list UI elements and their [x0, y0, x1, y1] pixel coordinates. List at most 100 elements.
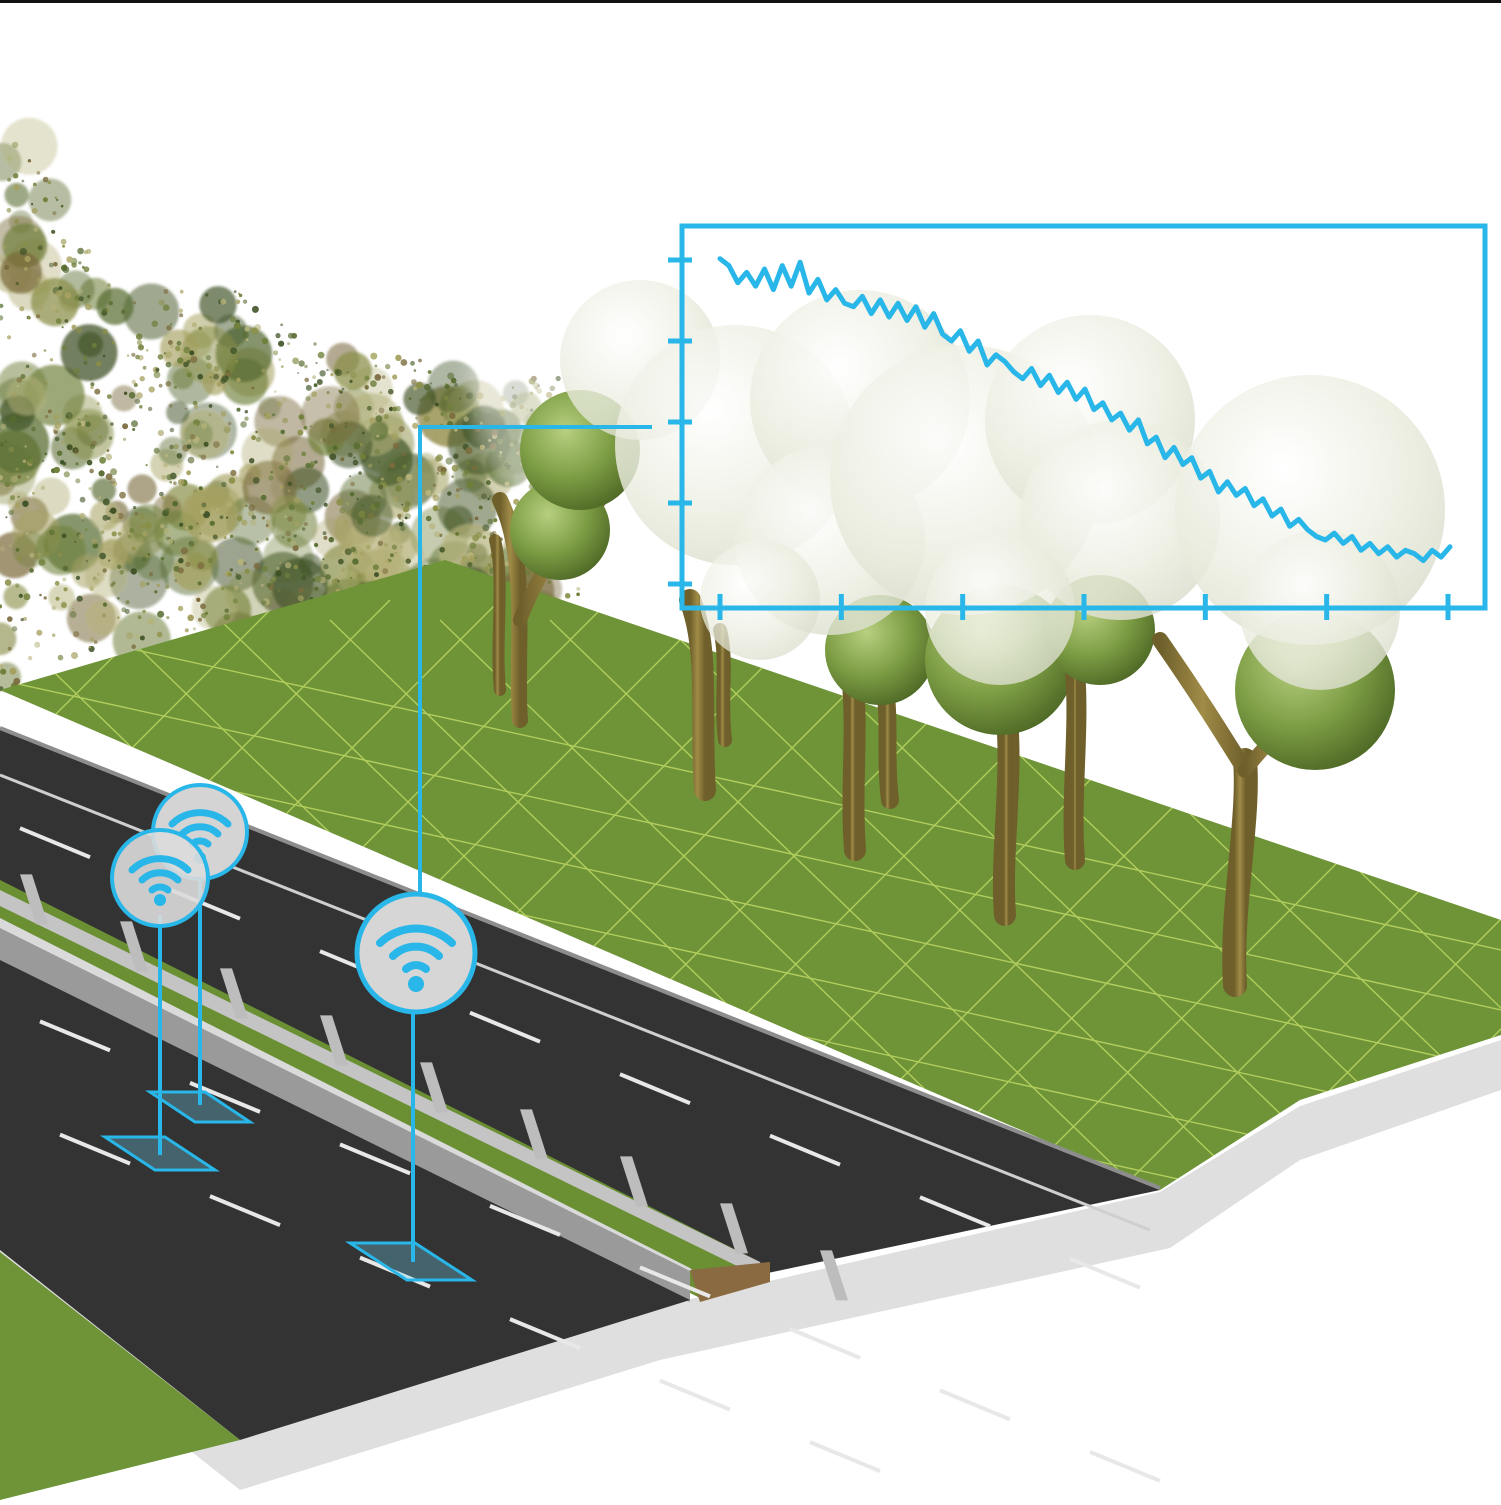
foliage-point — [195, 366, 199, 371]
foliage-point — [79, 496, 86, 503]
foliage-point — [83, 266, 90, 273]
rail-post — [820, 1250, 848, 1301]
foliage-point — [349, 492, 355, 497]
foliage-point — [199, 509, 205, 515]
chart-y-ticks — [668, 257, 692, 587]
foliage-point — [359, 551, 365, 556]
foliage-point — [54, 580, 60, 586]
foliage-point — [547, 580, 552, 585]
foliage-point — [301, 575, 307, 581]
foliage-point — [436, 472, 440, 475]
foliage-point — [412, 422, 419, 429]
foliage-point — [209, 376, 212, 379]
foliage-point — [378, 484, 384, 490]
foliage-point — [17, 475, 22, 479]
foliage-point — [131, 644, 136, 649]
foliage-point — [352, 558, 359, 565]
foliage-point — [405, 558, 411, 564]
foliage-point — [241, 519, 248, 526]
foliage-point — [353, 456, 356, 460]
series-line — [717, 256, 1453, 564]
foliage-point — [309, 425, 312, 428]
top-divider — [0, 0, 1501, 3]
foliage-point — [374, 448, 381, 455]
tree-trunk — [1152, 632, 1253, 778]
foliage-point — [437, 505, 441, 509]
foliage-point — [303, 487, 307, 491]
lane-dash — [509, 1317, 581, 1350]
foliage-point — [413, 386, 417, 391]
foliage-blob — [199, 286, 237, 324]
foliage-point — [362, 431, 365, 435]
foliage-point — [290, 540, 297, 547]
foliage-point — [169, 481, 172, 484]
foliage-point — [410, 360, 415, 366]
foliage-point — [39, 306, 44, 310]
foliage-point — [314, 460, 318, 464]
foliage-point — [224, 375, 229, 380]
wifi-icon[interactable] — [354, 891, 478, 1015]
foliage-point — [94, 388, 101, 395]
foliage-point — [157, 429, 164, 437]
foliage-point — [0, 315, 4, 321]
foliage-blob — [225, 569, 275, 619]
foliage-point — [264, 412, 271, 419]
foliage-point — [102, 328, 108, 335]
foliage-point — [392, 374, 398, 380]
foliage-point — [215, 465, 219, 469]
foliage-point — [185, 561, 191, 568]
foliage-point — [13, 173, 19, 179]
foliage-point — [432, 505, 439, 512]
foliage-point — [0, 409, 3, 412]
foliage-point — [275, 570, 282, 577]
foliage-point — [287, 516, 293, 522]
foliage-point — [75, 478, 81, 484]
mesh-line — [0, 599, 281, 1190]
foliage-point — [27, 159, 32, 163]
foliage-point — [369, 417, 376, 424]
tree-trunk — [489, 534, 506, 696]
foliage-point — [424, 383, 431, 391]
foliage-point — [422, 395, 428, 402]
foliage-point — [503, 561, 509, 567]
foliage-point — [85, 610, 90, 615]
foliage-point — [245, 338, 249, 342]
foliage-point — [273, 350, 279, 356]
foliage-blob — [0, 117, 58, 175]
foliage-point — [77, 247, 84, 255]
foliage-point — [304, 377, 310, 383]
foliage-point — [174, 579, 178, 582]
foliage-point — [298, 360, 305, 367]
foliage-point — [208, 404, 213, 408]
foliage-point — [179, 313, 184, 318]
foliage-point — [119, 491, 126, 499]
foliage-point — [425, 515, 432, 522]
foliage-point — [185, 428, 188, 432]
foliage-point — [134, 512, 139, 516]
foliage-point — [347, 452, 353, 458]
foliage-point — [217, 500, 223, 506]
foliage-point — [328, 536, 335, 543]
foliage-point — [260, 494, 267, 501]
foliage-point — [177, 605, 184, 612]
foliage-blob — [133, 540, 175, 581]
foliage-point — [29, 568, 34, 573]
foliage-point — [42, 197, 48, 203]
foliage-point — [314, 586, 319, 591]
foliage-blob — [6, 376, 47, 416]
ground-marker-icon — [145, 870, 255, 1124]
foliage-point — [284, 562, 292, 569]
foliage-point — [73, 448, 80, 454]
lane-dash — [339, 1142, 411, 1176]
foliage-point — [184, 407, 187, 410]
foliage-point — [233, 585, 239, 591]
foliage-point — [110, 422, 114, 426]
foliage-blob — [30, 278, 80, 327]
foliage-point — [79, 420, 86, 427]
wifi-icon[interactable] — [110, 828, 210, 928]
foliage-point — [256, 540, 259, 543]
foliage-point — [325, 574, 331, 580]
foliage-point — [166, 325, 172, 331]
foliage-point — [220, 378, 227, 384]
canopy-volume — [700, 540, 820, 660]
